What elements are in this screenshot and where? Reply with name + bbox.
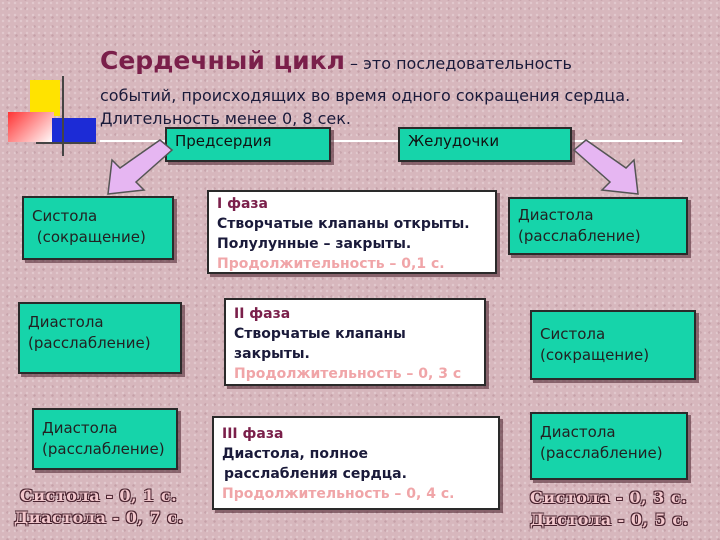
phase-1-title: I фаза	[217, 194, 487, 214]
ventricles-label: Желудочки	[408, 132, 499, 150]
page-description: событий, происходящих во время одного со…	[100, 84, 700, 130]
page-title: Сердечный цикл – это последовательность	[100, 46, 572, 75]
left-box-2-title: Диастола	[28, 312, 172, 333]
phase-3-line-2: расслабления сердца.	[222, 464, 490, 484]
phase-3-duration: Продолжительность – 0, 4 с.	[222, 484, 490, 504]
phase-2-line-1: Створчатые клапаны	[234, 324, 476, 344]
right-box-2-subtitle: (сокращение)	[540, 345, 686, 366]
left-box-3: Диастола (расслабление)	[32, 408, 178, 470]
right-box-2: Систола (сокращение)	[530, 310, 696, 380]
phase-1-duration: Продолжительность – 0,1 с.	[217, 254, 487, 274]
phase-2-duration: Продолжительность – 0, 3 с	[234, 364, 476, 384]
phase-2-line-2: закрыты.	[234, 344, 476, 364]
phase-3-line-1: Диастола, полное	[222, 444, 490, 464]
phase-2-box: II фаза Створчатые клапаны закрыты. Прод…	[224, 298, 486, 386]
title-term: Сердечный цикл	[100, 46, 345, 75]
right-box-3: Диастола (расслабление)	[530, 412, 688, 480]
logo-horizontal-line	[36, 142, 96, 144]
phase-3-title: III фаза	[222, 424, 490, 444]
right-box-1-subtitle: (расслабление)	[518, 226, 678, 247]
right-box-2-title: Систола	[540, 324, 686, 345]
left-box-3-title: Диастола	[42, 418, 168, 439]
arrow-to-left-column	[90, 132, 180, 202]
right-box-1-title: Диастола	[518, 205, 678, 226]
right-box-3-title: Диастола	[540, 422, 678, 443]
phase-3-box: III фаза Диастола, полное расслабления с…	[212, 416, 500, 510]
left-box-1-subtitle: (сокращение)	[32, 227, 164, 248]
right-box-3-subtitle: (расслабление)	[540, 443, 678, 464]
summary-left-diastole: Диастола - 0, 7 с.	[14, 508, 184, 527]
logo-red-square	[8, 112, 54, 142]
summary-left-systole: Систола - 0, 1 с.	[20, 486, 177, 505]
summary-right-diastole: Дистола - 0, 5 с.	[530, 510, 689, 529]
title-definition-start: – это последовательность	[345, 54, 572, 73]
phase-1-line-1: Створчатые клапаны открыты.	[217, 214, 487, 234]
logo-vertical-line	[62, 76, 64, 156]
ventricles-box: Желудочки	[398, 127, 572, 162]
left-box-2: Диастола (расслабление)	[18, 302, 182, 374]
logo-yellow-square	[30, 80, 60, 116]
arrow-to-right-column	[570, 132, 660, 202]
atria-box: Предсердия	[165, 127, 331, 162]
left-box-3-subtitle: (расслабление)	[42, 439, 168, 460]
atria-label: Предсердия	[175, 132, 272, 150]
phase-1-line-2: Полулунные – закрыты.	[217, 234, 487, 254]
phase-2-title: II фаза	[234, 304, 476, 324]
phase-1-box: I фаза Створчатые клапаны открыты. Полул…	[207, 190, 497, 274]
left-box-1-title: Систола	[32, 206, 164, 227]
summary-right-systole: Систола - 0, 3 с.	[530, 488, 687, 507]
right-box-1: Диастола (расслабление)	[508, 197, 688, 255]
left-box-1: Систола (сокращение)	[22, 196, 174, 260]
left-box-2-subtitle: (расслабление)	[28, 333, 172, 354]
